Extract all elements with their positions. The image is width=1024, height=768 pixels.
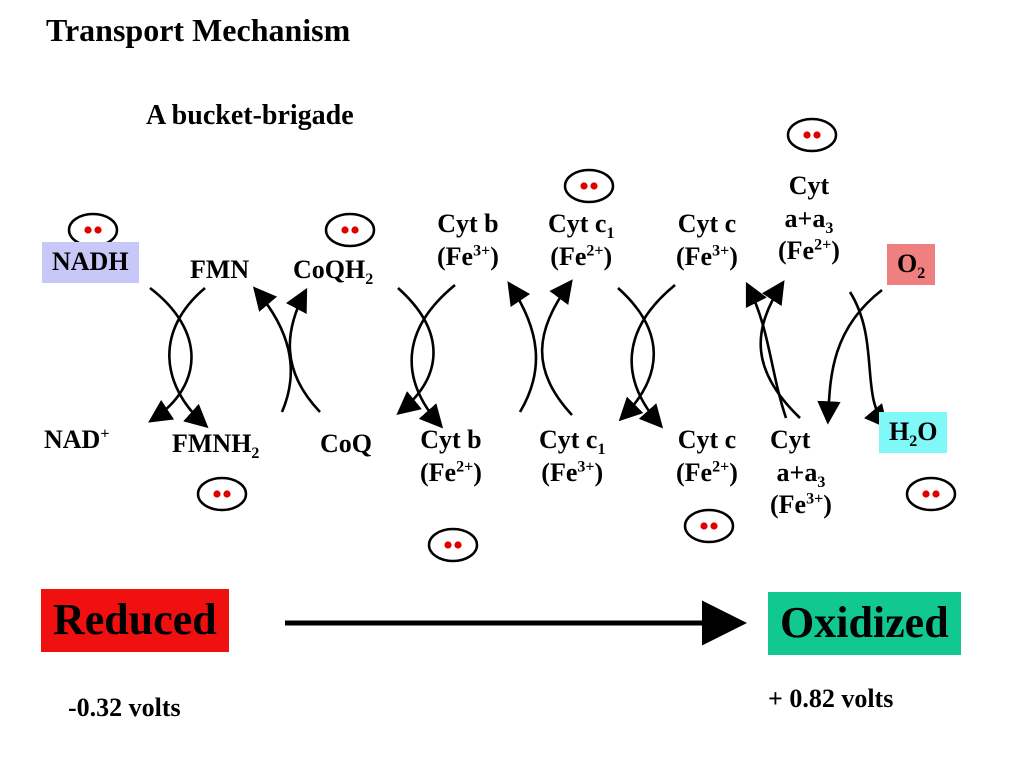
- coq-label: CoQ: [320, 429, 372, 458]
- electron-pair-fmnh2: [196, 476, 248, 512]
- arrow-cytc1-ox-to-red: [540, 279, 573, 416]
- cytaa3-red-label: Cyt a+a3 (Fe2+): [778, 170, 840, 268]
- cytc-ox-line1: Cyt c: [677, 209, 737, 238]
- nadh-label: NADH: [42, 242, 139, 283]
- arrow-cytb-red-to-ox: [507, 281, 538, 413]
- arrow-coq-to-coqh2: [285, 287, 321, 413]
- cytc1-red-line1: Cyt c1: [548, 209, 615, 243]
- cytb-ox-label: Cyt b (Fe3+): [437, 208, 499, 273]
- cytc1-red-label: Cyt c1 (Fe2+): [548, 208, 614, 273]
- cytc-ox-line2: (Fe3+): [676, 241, 738, 271]
- coqh2-base: CoQH: [293, 255, 366, 284]
- reduced-label: Reduced: [41, 589, 229, 652]
- cytaa3-ox-line3: (Fe3+): [770, 490, 832, 519]
- arrow-o2-to-h2o: [817, 288, 883, 425]
- cytaa3-red-line2: a+a3: [784, 203, 834, 237]
- cytc1-red-line2: (Fe2+): [550, 241, 613, 271]
- cytc1-ox-line2: (Fe3+): [541, 457, 604, 487]
- cytc-red-line1: Cyt c: [677, 425, 737, 454]
- nad-label: NAD+: [44, 425, 110, 454]
- arrow-coqh2-to-coq: [396, 287, 435, 415]
- cytb-ox-line2: (Fe3+): [437, 241, 499, 271]
- arrow-nadh-to-nad: [148, 286, 193, 423]
- page-title: Transport Mechanism: [46, 12, 351, 48]
- o2-label: O2: [887, 244, 936, 285]
- arrow-fmn-to-fmnh2: [168, 287, 209, 429]
- cytb-red-label: Cyt b (Fe2+): [420, 424, 482, 489]
- arrow-cytc-ox-to-red: [630, 283, 676, 429]
- cytaa3-red-line1: Cyt: [788, 171, 830, 200]
- arrow-fmnh2-to-fmn: [252, 286, 293, 413]
- cytaa3-ox-line2: a+a3: [776, 457, 826, 491]
- cytc1-ox-label: Cyt c1 (Fe3+): [539, 424, 605, 489]
- cytc-red-label: Cyt c (Fe2+): [676, 424, 738, 489]
- subtitle: A bucket-brigade: [146, 100, 354, 131]
- electron-pair-cytc1-red: [563, 168, 615, 204]
- cytc-ox-label: Cyt c (Fe3+): [676, 208, 738, 273]
- cytaa3-ox-line1: Cyt: [770, 425, 811, 454]
- cytb-ox-line1: Cyt b: [437, 209, 499, 238]
- electron-pair-cytaa3-red: [786, 117, 838, 153]
- cytaa3-ox-label: Cyt a+a3 (Fe3+): [770, 424, 832, 522]
- arrow-cytc-red-to-ox: [745, 281, 788, 419]
- cytaa3-red-line3: (Fe2+): [778, 236, 840, 265]
- fmn-label: FMN: [190, 255, 250, 284]
- electron-pair-h2o: [905, 476, 957, 512]
- oxidized-label: Oxidized: [768, 592, 961, 655]
- cytc-red-line2: (Fe2+): [676, 457, 738, 487]
- arrow-cytaa3-red-to-ox: [848, 291, 888, 429]
- fmnh2-label: FMNH2: [172, 429, 260, 463]
- arrow-cytb-ox-to-red: [410, 283, 456, 429]
- coqh2-label: CoQH2: [293, 254, 374, 289]
- electron-pair-cytb-red: [427, 527, 479, 563]
- electron-pair-coqh2: [324, 212, 376, 248]
- arrow-cytaa3-ox-to-red: [759, 280, 801, 419]
- cytb-red-line1: Cyt b: [420, 425, 482, 454]
- electron-pair-cytc-red: [683, 508, 735, 544]
- h2o-label: H2O: [879, 412, 948, 453]
- coqh2-sub: 2: [365, 271, 374, 289]
- reduced-volts: -0.32 volts: [68, 693, 181, 722]
- arrow-cytc1-red-to-ox: [617, 287, 655, 422]
- cytc1-ox-line1: Cyt c1: [539, 425, 606, 459]
- oxidized-volts: + 0.82 volts: [768, 684, 894, 713]
- cytb-red-line2: (Fe2+): [420, 457, 482, 487]
